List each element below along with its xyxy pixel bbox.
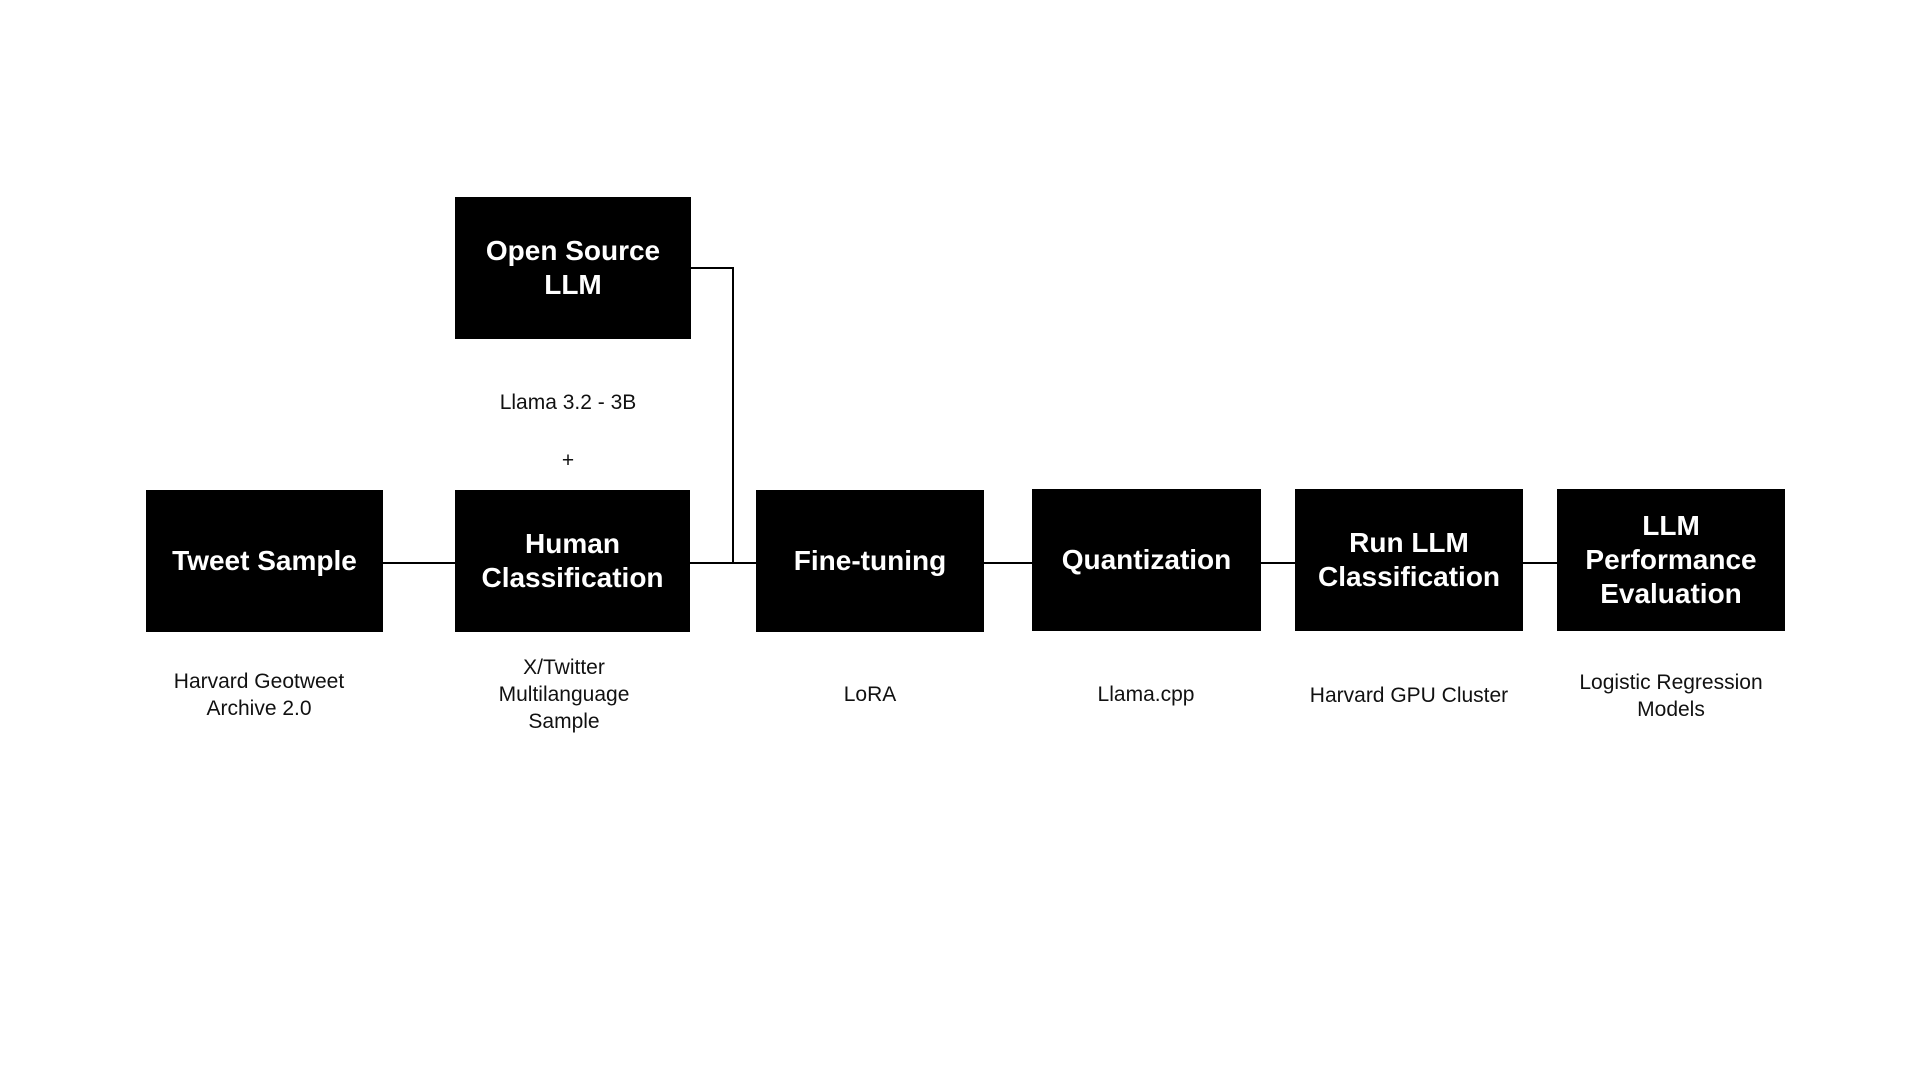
node-open-source-llm: Open Source LLM: [455, 197, 691, 339]
caption-tweet-source: Harvard Geotweet Archive 2.0: [173, 670, 345, 720]
caption-twitter-sample: X/Twitter Multilanguage Sample: [498, 656, 630, 733]
node-run-llm-classification: Run LLM Classification: [1295, 489, 1523, 631]
node-tweet-sample: Tweet Sample: [146, 490, 383, 632]
node-fine-tuning: Fine-tuning: [756, 490, 984, 632]
caption-llama-model: Llama 3.2 - 3B: [499, 391, 637, 414]
caption-plus: +: [561, 449, 575, 472]
caption-lora: LoRA: [843, 683, 897, 706]
connector-llm-to-finetuning: [691, 267, 734, 563]
node-human-classification: Human Classification: [455, 490, 690, 632]
caption-gpu-cluster: Harvard GPU Cluster: [1309, 684, 1509, 707]
node-quantization: Quantization: [1032, 489, 1261, 631]
node-llm-performance-evaluation: LLM Performance Evaluation: [1557, 489, 1785, 631]
caption-llama-cpp: Llama.cpp: [1097, 683, 1195, 706]
caption-logistic-models: Logistic Regression Models: [1579, 671, 1763, 721]
